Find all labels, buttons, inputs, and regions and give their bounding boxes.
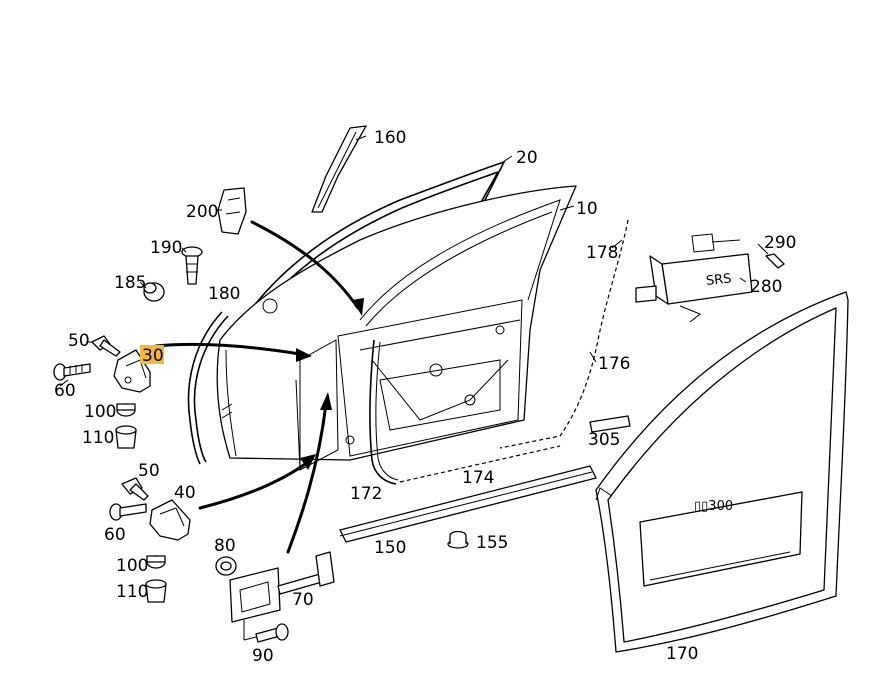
srs-module-280[interactable]: SRS	[635, 233, 753, 323]
pointer-arrows	[154, 220, 364, 554]
label-50-upper[interactable]: 50	[68, 331, 90, 351]
window-trim-strip-160[interactable]	[311, 125, 367, 213]
label-90[interactable]: 90	[252, 646, 274, 666]
label-290[interactable]: 290	[764, 233, 796, 253]
screw-50-upper[interactable]	[91, 335, 121, 357]
label-50-lower[interactable]: 50	[138, 461, 160, 481]
rail-150[interactable]	[339, 465, 597, 543]
bushing-110-lower[interactable]	[145, 579, 167, 603]
label-110-lower[interactable]: 110	[116, 582, 148, 602]
grommet-155[interactable]	[447, 530, 469, 549]
label-40[interactable]: 40	[174, 483, 196, 503]
panel-300[interactable]: ▯▯300	[639, 491, 803, 587]
plug-80[interactable]	[215, 556, 237, 576]
label-305[interactable]: 305	[588, 430, 620, 450]
part-labels: 160 20 10 200 190 185 180 178 290 280 50…	[54, 128, 796, 666]
weatherstrip-180[interactable]	[187, 311, 229, 465]
label-20[interactable]: 20	[516, 148, 538, 168]
clip-200[interactable]	[217, 187, 247, 235]
label-60-upper[interactable]: 60	[54, 381, 76, 401]
label-180[interactable]: 180	[208, 284, 240, 304]
pad-305[interactable]	[589, 415, 631, 433]
bushing-110-upper[interactable]	[115, 425, 137, 449]
label-200[interactable]: 200	[186, 202, 218, 222]
bolt-60-upper[interactable]	[53, 363, 91, 381]
sill-strip-174[interactable]	[399, 445, 561, 483]
door-check-70[interactable]	[229, 551, 335, 641]
label-100-upper[interactable]: 100	[84, 402, 116, 422]
label-170[interactable]: 170	[666, 644, 698, 664]
label-178[interactable]: 178	[586, 243, 618, 263]
highlight-30	[140, 345, 164, 364]
label-60-lower[interactable]: 60	[104, 525, 126, 545]
label-280[interactable]: 280	[750, 277, 782, 297]
srs-label: SRS	[705, 271, 732, 289]
cable-172[interactable]	[369, 339, 399, 485]
screw-290[interactable]	[765, 253, 785, 269]
hinge-40[interactable]	[149, 499, 191, 541]
clip-190[interactable]	[181, 246, 203, 285]
label-155[interactable]: 155	[476, 533, 508, 553]
label-10[interactable]: 10	[576, 199, 598, 219]
label-160[interactable]: 160	[374, 128, 406, 148]
bolt-90[interactable]	[255, 623, 289, 643]
label-150[interactable]: 150	[374, 538, 406, 558]
label-185[interactable]: 185	[114, 273, 146, 293]
label-190[interactable]: 190	[150, 238, 182, 258]
label-110-upper[interactable]: 110	[82, 428, 114, 448]
panel-300-label: ▯▯300	[694, 499, 733, 514]
label-176[interactable]: 176	[598, 354, 630, 374]
label-80[interactable]: 80	[214, 536, 236, 556]
nut-100-lower[interactable]	[146, 555, 166, 569]
door-seal-170[interactable]	[595, 291, 849, 653]
leader-lines	[59, 135, 769, 387]
label-174[interactable]: 174	[462, 468, 494, 488]
label-70[interactable]: 70	[292, 590, 314, 610]
plug-185[interactable]	[143, 282, 165, 302]
label-172[interactable]: 172	[350, 484, 382, 504]
door-shell-10[interactable]	[216, 185, 577, 471]
screw-50-lower[interactable]	[121, 477, 149, 501]
label-30[interactable]: 30	[142, 346, 164, 366]
nut-100-upper[interactable]	[116, 403, 136, 417]
label-100-lower[interactable]: 100	[116, 556, 148, 576]
bolt-60-lower[interactable]	[109, 503, 147, 521]
